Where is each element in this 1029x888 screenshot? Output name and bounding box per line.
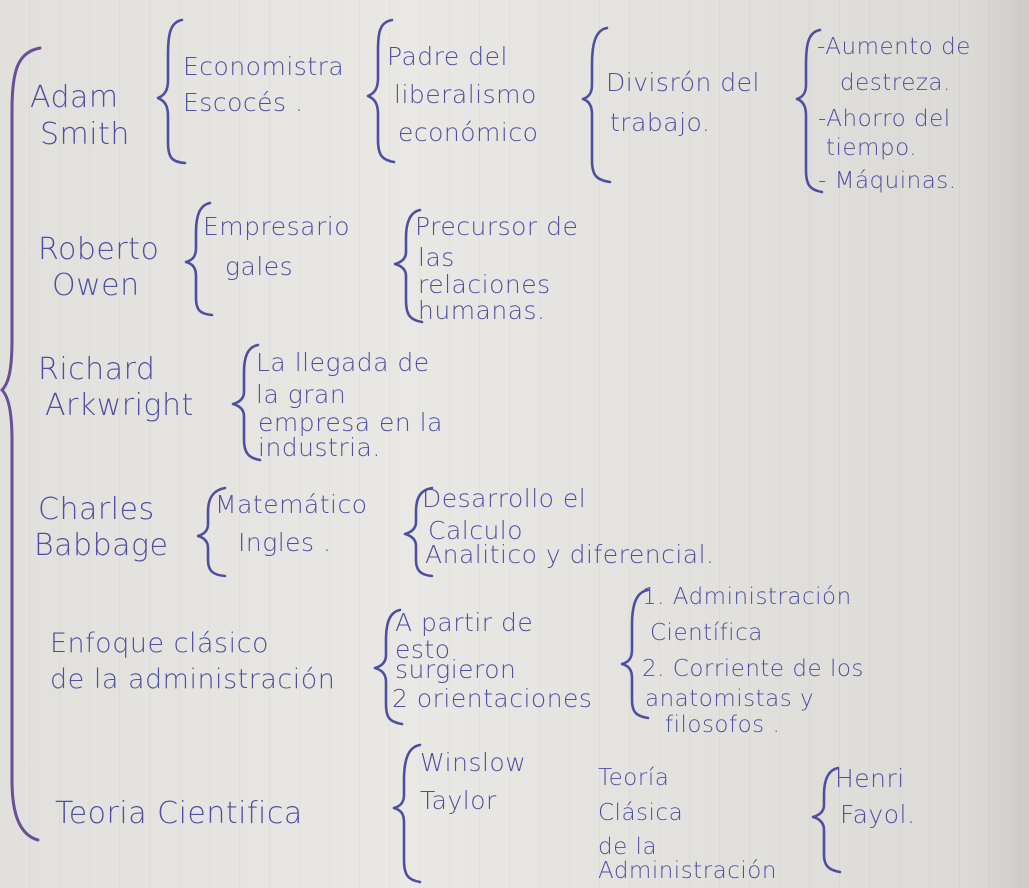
babbage-col2-line1: Desarrollo el	[422, 484, 587, 513]
adam-col4-line4: tiempo.	[826, 135, 918, 161]
babbage-col2-line3: Analitico y diferencial.	[425, 540, 715, 569]
adam-col1-line2: Escocés .	[183, 88, 304, 117]
adam-col3-line2: trabajo.	[610, 108, 711, 137]
owen-name-2: Owen	[52, 268, 140, 303]
babbage-col1-line2: Ingles .	[238, 528, 332, 557]
enfoque-col1-line4: 2 orientaciones	[392, 684, 593, 713]
enfoque-col2-line3: 2. Corriente de los	[642, 656, 864, 682]
enfoque-name-2: de la administración	[50, 664, 336, 695]
ark-col1-line1: La llegada de	[256, 348, 430, 377]
teoria-name: Teoria Cientifica	[55, 796, 303, 831]
enfoque-col1-line1: A partir de	[395, 608, 534, 637]
adam-col4-line3: -Ahorro del	[818, 106, 951, 132]
teoria-mid-line4: Administración	[598, 858, 777, 884]
babbage-name-1: Charles	[38, 492, 155, 527]
adam-col1-line1: Economistra	[183, 52, 345, 81]
ark-col1-line3: empresa en la	[258, 408, 443, 437]
teoria-col1-line1: Winslow	[420, 748, 527, 777]
enfoque-col2-line4: anatomistas y	[645, 686, 815, 712]
enfoque-col1-line2: esto	[395, 635, 451, 664]
teoria-mid-line1: Teoría	[598, 765, 670, 791]
owen-col2-line1: Precursor de	[415, 212, 579, 241]
enfoque-col1-line3: surgieron	[395, 655, 517, 684]
owen-col2-line4: humanas.	[418, 296, 546, 325]
enfoque-col2-line1: 1. Administración	[642, 584, 852, 610]
ark-col1-line2: la gran	[256, 380, 347, 409]
owen-col2-line3: relaciones	[418, 270, 551, 299]
adam-col2-line2: liberalismo	[394, 80, 537, 109]
teoria-mid-line3: de la	[598, 834, 658, 860]
owen-col1-line1: Empresario	[203, 212, 350, 241]
enfoque-col2-line2: Científica	[650, 620, 763, 646]
teoria-col1-line2: Taylor	[420, 786, 497, 815]
small-brackets	[156, 18, 842, 884]
owen-col1-line2: gales	[225, 252, 294, 281]
babbage-col1-line1: Matemático	[215, 490, 368, 519]
adam-col4-line5: - Máquinas.	[818, 168, 957, 194]
page-shadow	[969, 0, 1029, 888]
teoria-col2-line2: Fayol.	[840, 800, 916, 829]
owen-col2-line2: las	[418, 243, 455, 272]
ark-col1-line4: industria.	[258, 433, 381, 462]
teoria-col2-line1: Henri	[835, 764, 905, 793]
ark-name-2: Arkwright	[45, 388, 194, 423]
enfoque-col2-line5: filosofos .	[665, 712, 781, 738]
teoria-mid-line2: Clásica	[598, 800, 684, 826]
adam-col4-line1: -Aumento de	[817, 34, 971, 60]
adam-col4-line2: destreza.	[840, 70, 951, 96]
owen-name-1: Roberto	[38, 232, 160, 267]
main-bracket	[0, 46, 42, 842]
ark-name-1: Richard	[38, 352, 156, 387]
babbage-col2-line2: Calculo	[428, 516, 524, 545]
adam-col3-line1: Divisrón del	[606, 68, 760, 97]
enfoque-name-1: Enfoque clásico	[50, 628, 269, 659]
adam-col2-line3: económico	[398, 118, 539, 147]
adam-name-1: Adam	[30, 80, 119, 115]
adam-name-2: Smith	[40, 117, 130, 152]
babbage-name-2: Babbage	[34, 528, 169, 563]
adam-col2-line1: Padre del	[387, 42, 508, 71]
